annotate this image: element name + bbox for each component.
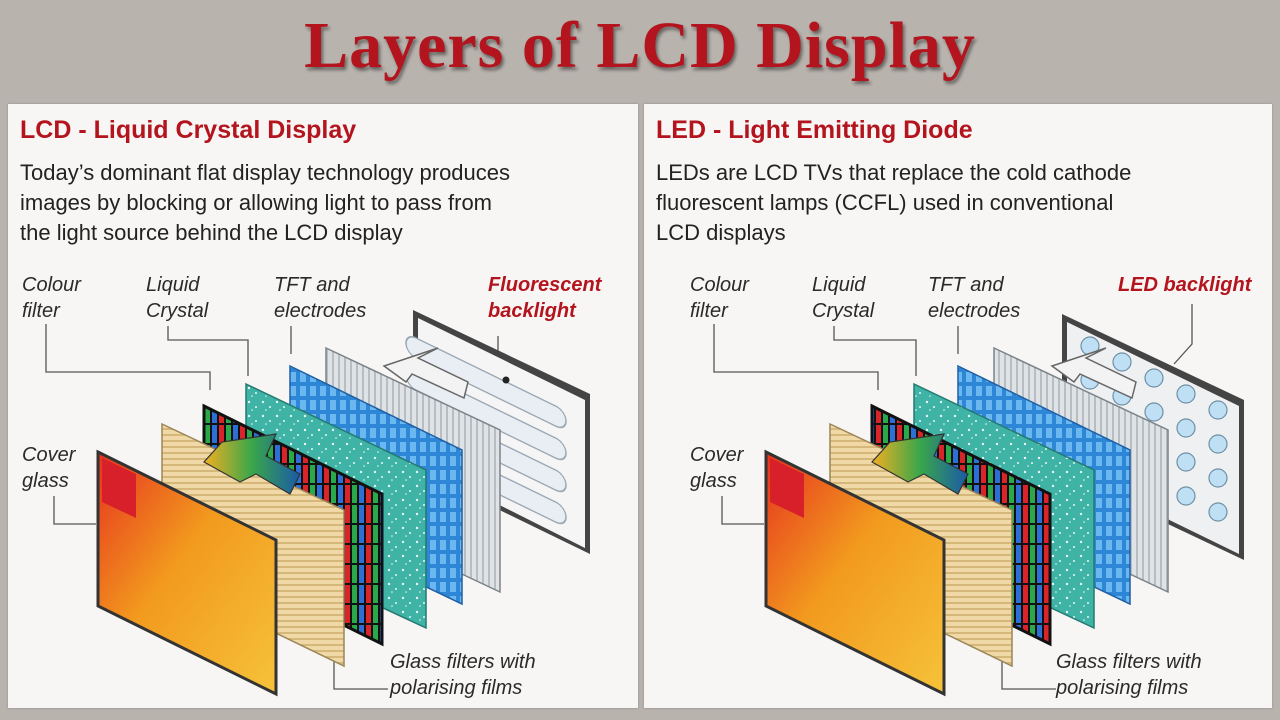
label-glass-filters: Glass filters with polarising films <box>1056 651 1202 699</box>
lcd-panel: LCD - Liquid Crystal Display Today’s dom… <box>8 104 638 708</box>
label-backlight: LED backlight <box>1118 274 1252 296</box>
panel-heading: LCD - Liquid Crystal Display <box>20 116 357 144</box>
lcd-layers-diagram <box>45 310 590 697</box>
led-panel: LED - Light Emitting Diode LEDs are LCD … <box>644 104 1272 708</box>
cover-glass-layer <box>96 449 278 697</box>
label-tft-electrodes: TFT and electrodes <box>274 274 367 322</box>
colour-arrow-icon <box>203 433 301 495</box>
label-tft-electrodes: TFT and electrodes <box>928 274 1021 322</box>
panel-description: LEDs are LCD TVs that replace the cold c… <box>656 160 1132 245</box>
cover-glass-layer <box>764 449 946 697</box>
label-liquid-crystal: Liquid Crystal <box>812 274 875 322</box>
colour-arrow-icon <box>871 433 969 495</box>
light-arrow-icon <box>1050 347 1137 400</box>
panel-description: Today’s dominant flat display technology… <box>20 160 511 245</box>
light-arrow-icon <box>382 347 469 400</box>
led-layers-diagram <box>713 304 1244 697</box>
page-title: Layers of LCD Display <box>304 9 976 82</box>
label-liquid-crystal: Liquid Crystal <box>146 274 209 322</box>
label-colour-filter: Colour filter <box>22 274 81 322</box>
label-backlight: Fluorescent backlight <box>488 274 602 322</box>
panel-heading: LED - Light Emitting Diode <box>656 116 973 144</box>
label-cover-glass: Cover glass <box>690 444 744 492</box>
label-colour-filter: Colour filter <box>690 274 749 322</box>
label-cover-glass: Cover glass <box>22 444 76 492</box>
label-glass-filters: Glass filters with polarising films <box>390 651 536 699</box>
